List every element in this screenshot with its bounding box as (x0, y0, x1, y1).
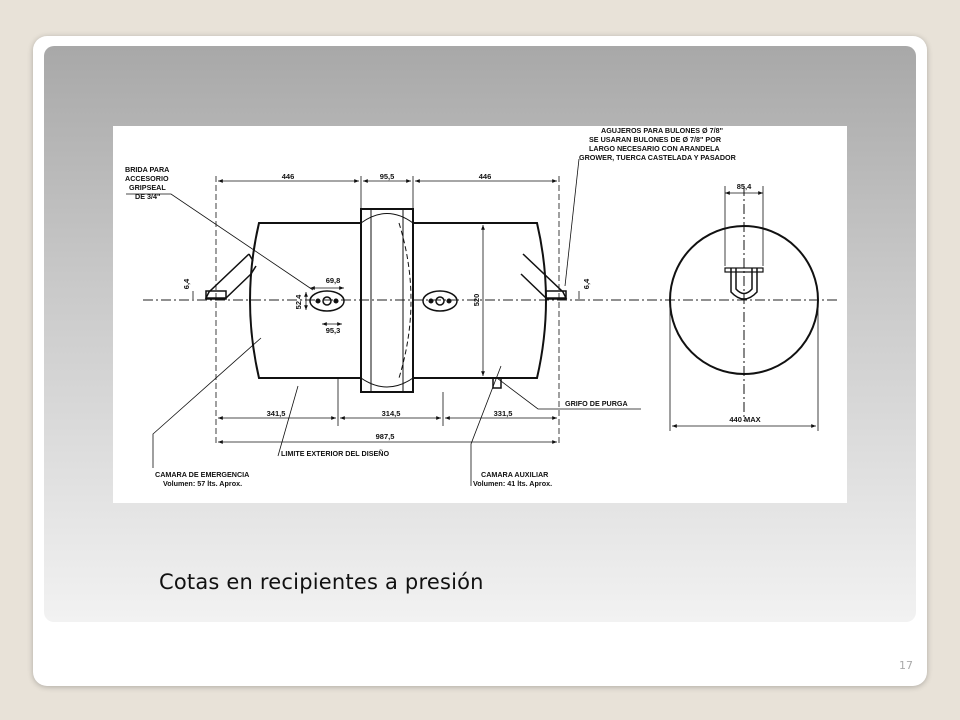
note-design-limit: LIMITE EXTERIOR DEL DISEÑO (281, 449, 389, 458)
note-emergency-chamber: CAMARA DE EMERGENCIA (155, 470, 249, 479)
bracket-left (204, 253, 257, 300)
dim-end-top: 85,4 (737, 182, 752, 191)
dim-bracket-right: 6,4 (582, 278, 591, 289)
dim-top-mid: 95,5 (380, 172, 395, 181)
flange-right (422, 290, 458, 312)
page-number: 17 (899, 659, 913, 672)
note-bolts-line-2: SE USARAN BULONES DE Ø 7/8" POR (589, 135, 722, 144)
dim-flange-width: 69,8 (326, 276, 341, 285)
note-auxiliary-volume: Volumen: 41 lts. Aprox. (473, 479, 552, 488)
note-auxiliary-chamber: CAMARA AUXILIAR (481, 470, 549, 479)
dim-bottom-mid: 314,5 (382, 409, 401, 418)
dim-overall: 987,5 (376, 432, 395, 441)
dim-bottom-right: 331,5 (494, 409, 513, 418)
note-emergency-volume: Volumen: 57 lts. Aprox. (163, 479, 242, 488)
leader-lines (126, 158, 641, 486)
dim-flange-height: 52,4 (294, 294, 303, 309)
note-bolts-line-4: GROWER, TUERCA CASTELADA Y PASADOR (579, 153, 737, 162)
technical-drawing: 446 95,5 446 341,5 314,5 331,5 987,5 69,… (113, 126, 847, 503)
dim-bottom-left: 341,5 (267, 409, 286, 418)
dim-top-left: 446 (282, 172, 295, 181)
slide-caption: Cotas en recipientes a presión (159, 570, 484, 594)
note-flange-line-3: GRIPSEAL (129, 183, 166, 192)
tank-end-view (669, 186, 819, 421)
dim-top-right: 446 (479, 172, 492, 181)
dim-bracket-left: 6,4 (182, 278, 191, 289)
dim-diameter: 520 (472, 294, 481, 307)
note-flange-line-2: ACCESORIO (125, 174, 169, 183)
bracket-right (520, 253, 568, 300)
flange-left (309, 290, 345, 312)
note-bolts-line-3: LARGO NECESARIO CON ARANDELA (589, 144, 720, 153)
note-bolts-line-1: AGUJEROS PARA BULONES Ø 7/8" (601, 126, 723, 135)
dim-flange-center: 95,3 (326, 326, 341, 335)
dimension-lines (192, 176, 819, 446)
dim-end-width: 440 MAX (729, 415, 760, 424)
tank-side-view (249, 208, 547, 393)
note-flange-line-1: BRIDA PARA (125, 165, 169, 174)
note-drain: GRIFO DE PURGA (565, 399, 628, 408)
note-flange-line-4: DE 3/4" (135, 192, 160, 201)
